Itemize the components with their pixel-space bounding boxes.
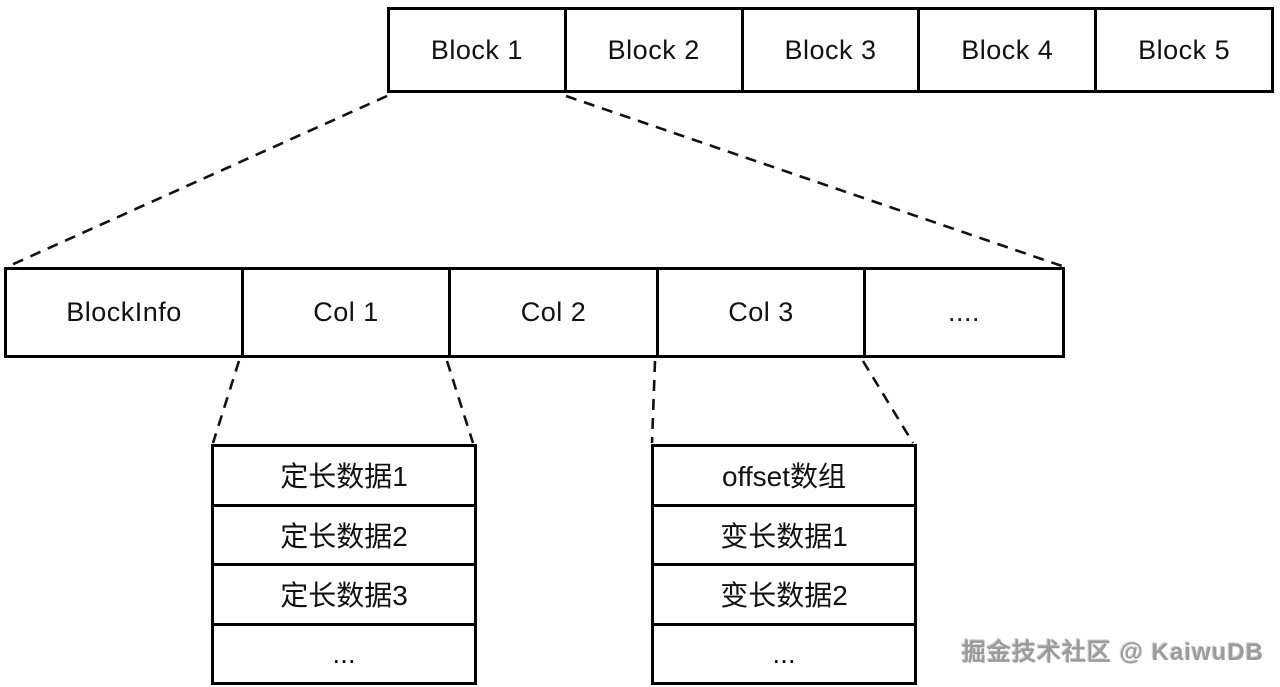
fixed-data-more-row: ... — [214, 622, 474, 683]
fixed-length-stack: 定长数据1 定长数据2 定长数据3 ... — [211, 444, 477, 685]
more-cols-cell: .... — [863, 270, 1062, 355]
var-data-2-row: 变长数据2 — [654, 563, 914, 623]
var-data-1-row: 变长数据1 — [654, 503, 914, 564]
connector-col3-right — [861, 360, 915, 444]
col-1-cell: Col 1 — [241, 270, 448, 355]
connector-col1-left — [211, 360, 241, 444]
watermark-text: 掘金技术社区 @ KaiwuDB — [961, 639, 1264, 666]
connector-block1-right — [565, 94, 1063, 268]
block-row: Block 1 Block 2 Block 3 Block 4 Block 5 — [387, 7, 1274, 93]
block-2-cell: Block 2 — [563, 10, 741, 90]
block-4-cell: Block 4 — [917, 10, 1094, 90]
col-3-cell: Col 3 — [656, 270, 863, 355]
connector-col1-right — [445, 360, 475, 444]
fixed-data-1-row: 定长数据1 — [280, 461, 408, 493]
block-5-cell: Block 5 — [1094, 10, 1271, 90]
variable-length-stack: offset数组 变长数据1 变长数据2 ... — [651, 444, 917, 685]
block-detail-row: BlockInfo Col 1 Col 2 Col 3 .... — [4, 267, 1065, 358]
block-1-cell: Block 1 — [430, 34, 523, 65]
block-3-cell: Block 3 — [740, 10, 918, 90]
offset-array-row: offset数组 — [722, 461, 846, 493]
fixed-data-3-row: 定长数据3 — [214, 563, 474, 623]
var-data-more-row: ... — [654, 622, 914, 683]
col-2-cell: Col 2 — [448, 270, 656, 355]
blockinfo-cell: BlockInfo — [66, 297, 182, 327]
fixed-data-2-row: 定长数据2 — [214, 503, 474, 564]
connector-block1-left — [8, 94, 388, 268]
connector-col3-left — [650, 360, 657, 444]
